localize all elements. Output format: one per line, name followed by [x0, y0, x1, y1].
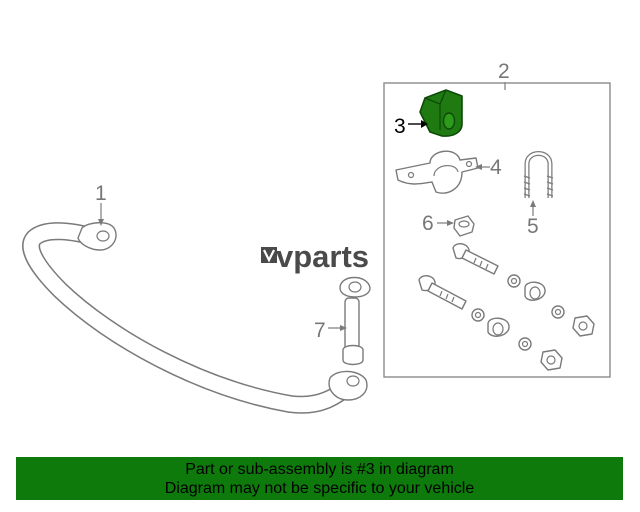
vparts-logo-text: vparts	[276, 239, 369, 274]
hardware-set-lower	[418, 275, 563, 371]
bushing-kit-box	[383, 82, 611, 378]
info-banner: Part or sub-assembly is #3 in diagram Di…	[16, 457, 623, 500]
callout-4: 4	[490, 156, 502, 179]
banner-line-part: Part or sub-assembly is #3 in diagram	[185, 460, 454, 478]
callout-7: 7	[314, 319, 326, 342]
u-bolt-part-5	[523, 151, 554, 216]
nut-part-6	[437, 215, 475, 237]
bracket-part-4	[395, 150, 490, 194]
bushing-part-3	[408, 89, 463, 137]
callout-1: 1	[95, 182, 107, 205]
hardware-set-upper	[452, 243, 595, 337]
vparts-logo: vparts	[261, 239, 369, 274]
stabilizer-link	[328, 276, 371, 366]
callout-3: 3	[394, 115, 406, 138]
stabilizer-bar	[22, 203, 368, 414]
callout-2: 2	[498, 60, 510, 83]
banner-line-disclaimer: Diagram may not be specific to your vehi…	[164, 479, 475, 497]
callout-6: 6	[422, 212, 434, 235]
callout-5: 5	[527, 215, 539, 238]
